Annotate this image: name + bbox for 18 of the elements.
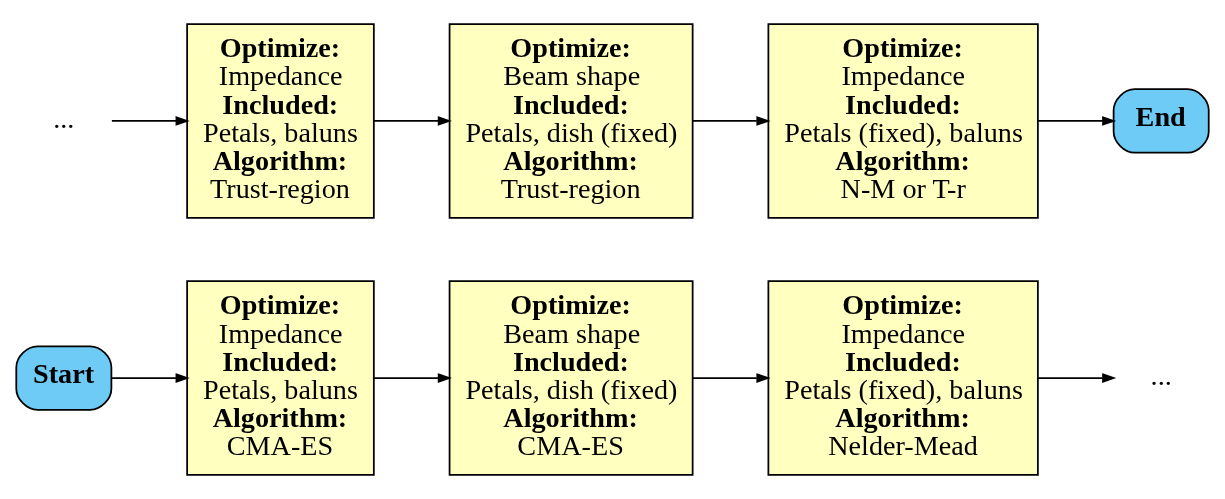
node-box: Optimize: Impedance Included: Petals, baluns Algorithm: CMA-ES [186, 280, 375, 476]
node-box: Start [15, 345, 113, 411]
arrow [1037, 115, 1117, 126]
node-box: Optimize: Beam shape Included: Petals, dish (fixed) Algorithm: Trust-region [448, 23, 694, 219]
arrow [373, 373, 452, 384]
arrow [110, 373, 190, 384]
arrow [691, 373, 771, 384]
node-box: End [1112, 88, 1210, 154]
arrow [373, 115, 452, 126]
node-box: Optimize: Impedance Included: Petals, baluns Algorithm: Trust-region [186, 23, 375, 219]
arrow [691, 115, 771, 126]
node-text: ... [53, 102, 75, 134]
node-box: Optimize: Impedance Included: Petals (fixed), baluns Algorithm: N-M or T-r [767, 23, 1039, 219]
node-box: Optimize: Beam shape Included: Petals, dish (fixed) Algorithm: CMA-ES [448, 280, 694, 476]
arrow [1037, 373, 1117, 384]
arrow [110, 115, 190, 126]
node-text: ... [1150, 359, 1172, 391]
node-box: Optimize: Impedance Included: Petals (fixed), baluns Algorithm: Nelder-Mead [767, 280, 1039, 476]
